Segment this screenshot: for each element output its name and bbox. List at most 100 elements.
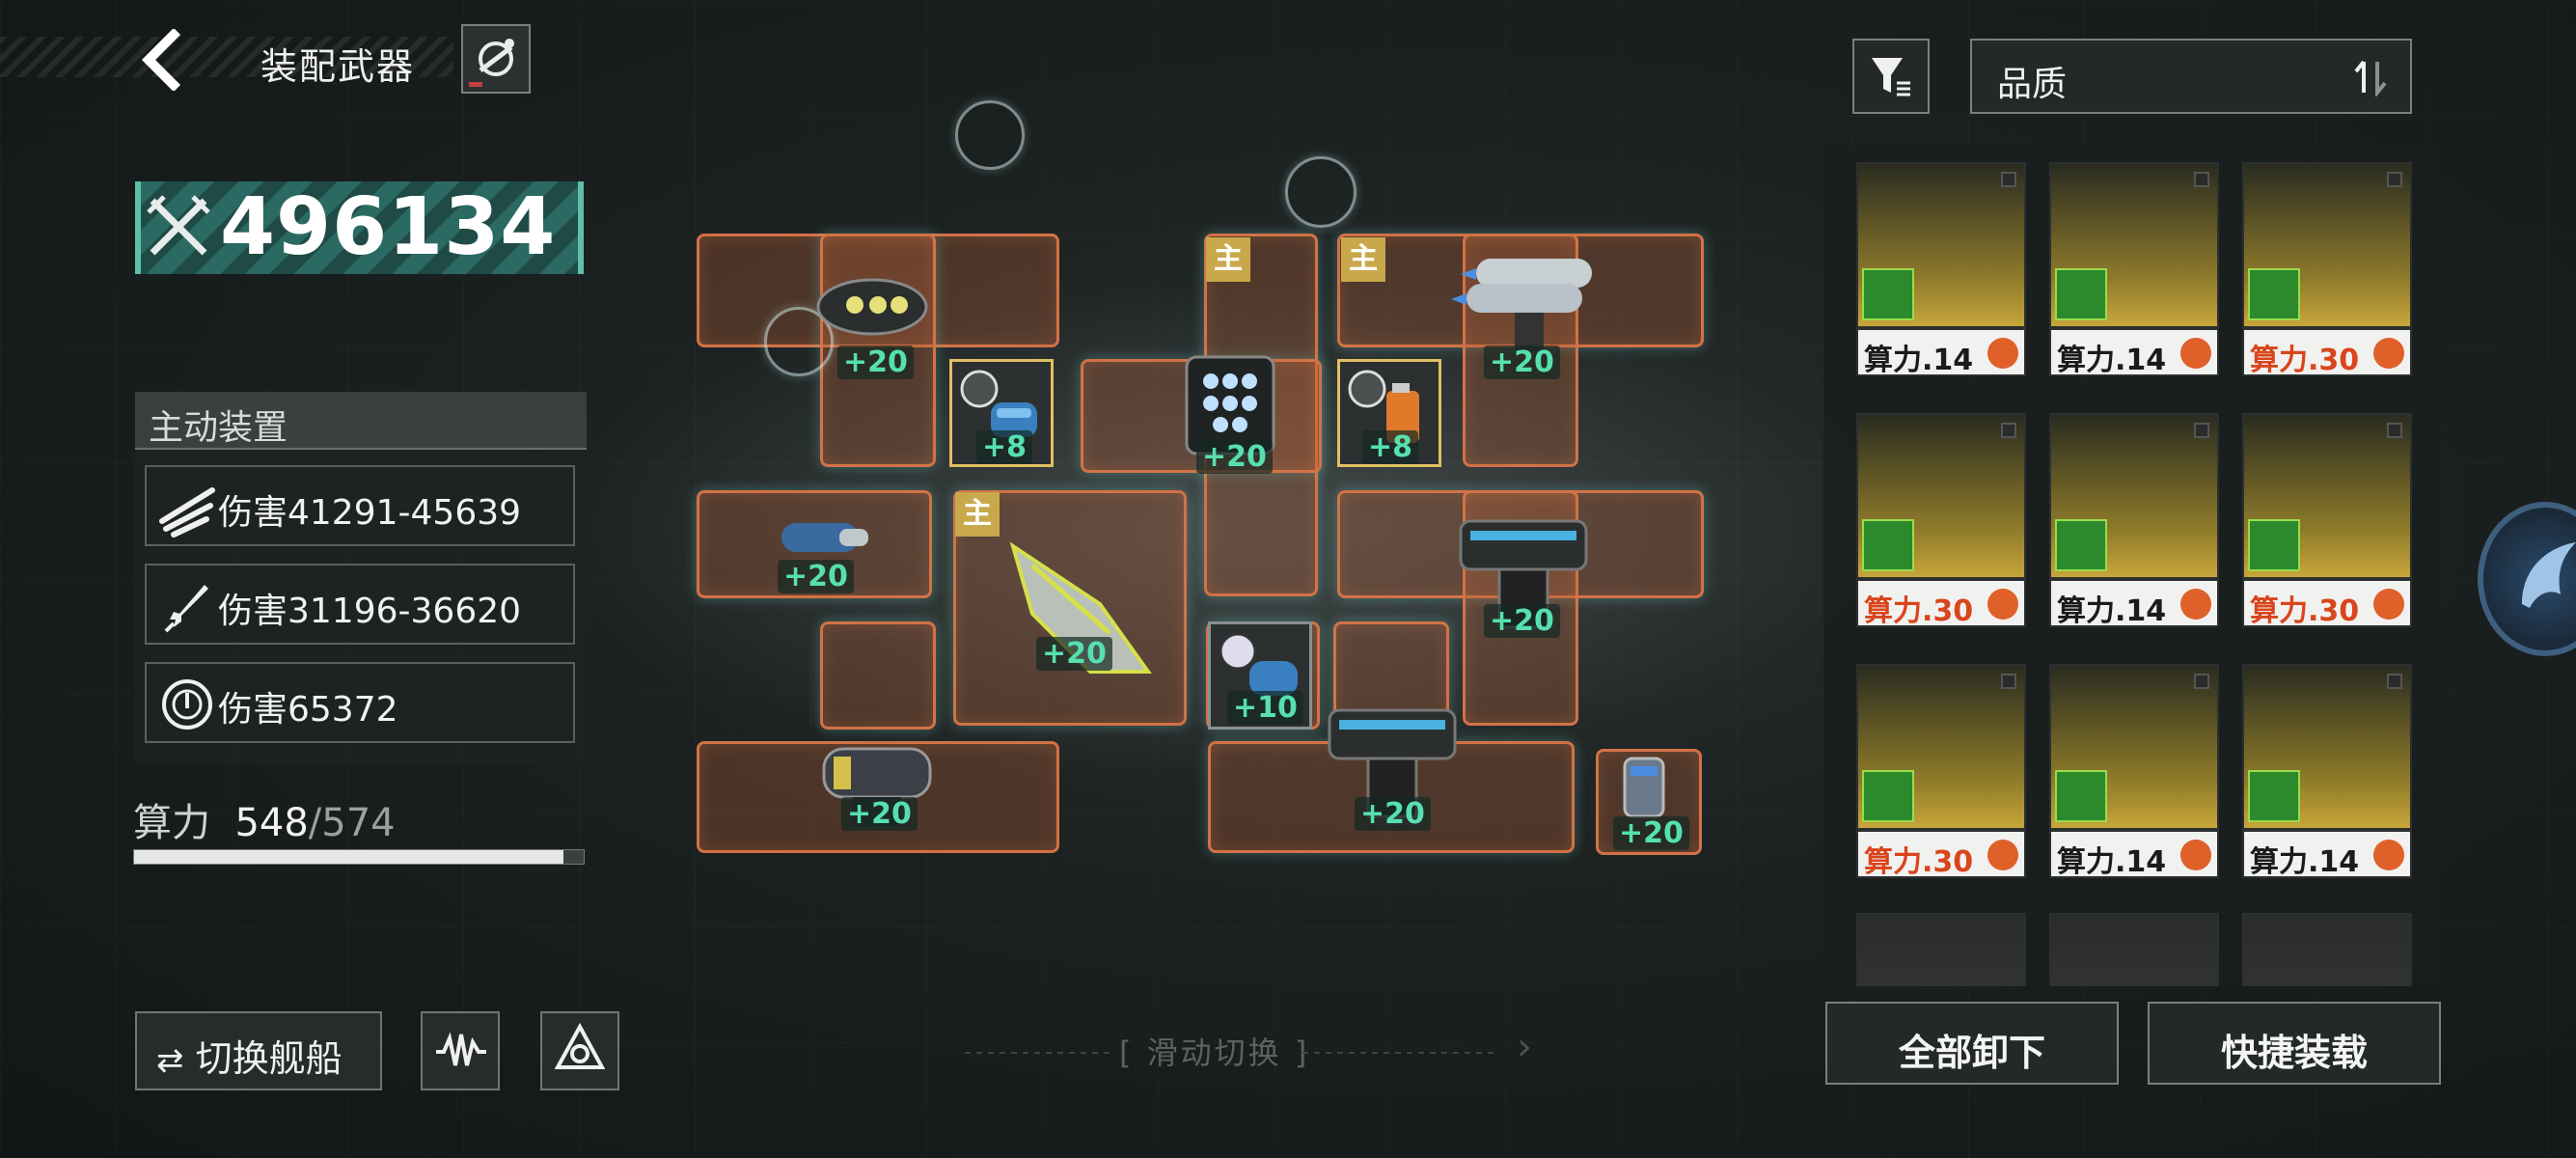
- combat-power-value: 496134: [220, 181, 557, 273]
- select-checkbox[interactable]: [2194, 172, 2209, 187]
- back-button[interactable]: [135, 27, 193, 93]
- weapon-thumbnail: [2049, 162, 2219, 328]
- select-checkbox[interactable]: [2001, 172, 2016, 187]
- inventory-panel: 算力.14 算力.14 算力.30 算力.30 算力.14 算力.30 算力.30 算力.14…: [1823, 147, 2441, 986]
- primary-tag: 主: [955, 492, 1000, 537]
- inventory-card[interactable]: 算力.14: [2049, 664, 2219, 879]
- bonus-label: +20: [1484, 345, 1560, 379]
- swap-arrows-icon: ⇄: [156, 1041, 184, 1080]
- compute-used: 548: [234, 801, 309, 845]
- stat-row-missile[interactable]: 伤害31196-36620: [145, 564, 575, 645]
- select-checkbox[interactable]: [2387, 172, 2402, 187]
- weapon-type-icon: [1862, 268, 1914, 320]
- combat-power-box: [135, 181, 584, 274]
- card-compute-label: 算力.14: [2057, 594, 2167, 628]
- target-ring-icon: [162, 679, 212, 730]
- primary-tag: 主: [1206, 237, 1250, 282]
- inventory-card[interactable]: 算力.14: [2049, 162, 2219, 377]
- card-footer: 算力.14: [2049, 328, 2219, 377]
- weapon-type-icon: [2055, 519, 2107, 571]
- inventory-card[interactable]: 算力.30: [1856, 413, 2026, 628]
- inventory-card-partial[interactable]: [1856, 913, 2026, 986]
- inventory-card[interactable]: 算力.30: [2242, 413, 2412, 628]
- satellite-button[interactable]: [461, 24, 531, 94]
- compute-label: 算力: [133, 801, 210, 845]
- phoenix-icon: [2522, 542, 2576, 608]
- filter-button[interactable]: [1852, 39, 1930, 114]
- inventory-card-partial[interactable]: [2049, 913, 2219, 986]
- stat-label: 伤害41291-45639: [218, 493, 522, 533]
- energy-cell-icon: [960, 370, 1037, 437]
- weapon-thumbnail: [2242, 413, 2412, 579]
- formation-triangle-icon: [554, 1022, 606, 1069]
- weapon-thumbnail: [2049, 413, 2219, 579]
- select-checkbox[interactable]: [2387, 674, 2402, 689]
- fleet-formation-button[interactable]: [540, 1011, 619, 1090]
- card-footer: 算力.14: [1856, 328, 2026, 377]
- swipe-switch-hint: [ 滑动切换 ]: [1119, 1034, 1310, 1071]
- weapon-thumbnail: [1856, 413, 2026, 579]
- inventory-card[interactable]: 算力.30: [1856, 664, 2026, 879]
- twin-missile-pod-weapon[interactable]: [1447, 245, 1611, 371]
- chevron-left-icon: [141, 27, 181, 93]
- page-title: 装配武器: [260, 45, 416, 88]
- inventory-card[interactable]: 算力.14: [2049, 413, 2219, 628]
- active-devices-title: 主动装置: [149, 408, 288, 448]
- stat-label: 伤害65372: [218, 690, 398, 730]
- bonus-label: +20: [1355, 797, 1431, 831]
- swipe-next-arrow[interactable]: ›: [1517, 1025, 1532, 1069]
- weapon-type-icon: [2248, 519, 2300, 571]
- gear-badge-icon: [2180, 589, 2211, 620]
- stat-row-target[interactable]: 伤害65372: [145, 662, 575, 743]
- weapon-type-icon: [1862, 519, 1914, 571]
- compute-readout: 算力 548/574: [133, 791, 396, 847]
- filter-funnel-icon: [1872, 58, 1910, 96]
- select-checkbox[interactable]: [2194, 423, 2209, 438]
- quick-equip-button[interactable]: 快捷装载: [2148, 1002, 2441, 1085]
- unload-all-button[interactable]: 全部卸下: [1825, 1002, 2119, 1085]
- select-checkbox[interactable]: [2194, 674, 2209, 689]
- hardpoint-ring: [764, 307, 834, 376]
- header-hatch-decoration: [0, 37, 453, 77]
- faction-emblem[interactable]: [2478, 502, 2576, 656]
- weapon-thumbnail: [2049, 664, 2219, 830]
- weapon-type-icon: [2055, 268, 2107, 320]
- blade-cannon-weapon[interactable]: [994, 527, 1167, 691]
- stat-row-claw[interactable]: 伤害41291-45639: [145, 465, 575, 546]
- waveform-button[interactable]: [421, 1011, 500, 1090]
- rocket-cluster-weapon[interactable]: [1167, 347, 1293, 473]
- hardpoint-ring: [1285, 156, 1357, 228]
- gear-badge-icon: [2180, 840, 2211, 870]
- compute-progress-fill: [134, 850, 564, 864]
- weapon-thumbnail: [2242, 664, 2412, 830]
- bonus-label: +20: [837, 345, 914, 379]
- active-devices-header: [135, 392, 587, 450]
- compute-progress-bar: [133, 849, 585, 865]
- gear-badge-icon: [2373, 589, 2404, 620]
- sort-dropdown[interactable]: 品质: [1970, 39, 2412, 114]
- torpedo-weapon[interactable]: [772, 510, 878, 567]
- satellite-icon: [469, 39, 514, 87]
- gear-badge-icon: [2373, 840, 2404, 870]
- compute-total: /574: [308, 801, 396, 845]
- spore-launcher-weapon[interactable]: [797, 266, 951, 363]
- weapon-thumbnail: [2242, 913, 2412, 986]
- inventory-card[interactable]: 算力.14: [2242, 664, 2412, 879]
- bonus-label: +20: [1036, 637, 1112, 671]
- slot-lower-left-small[interactable]: [820, 621, 936, 730]
- inventory-card[interactable]: 算力.14: [1856, 162, 2026, 377]
- card-compute-label: 算力.14: [2057, 845, 2167, 879]
- bonus-label: +20: [841, 797, 918, 831]
- hardpoint-ring: [955, 100, 1025, 170]
- inventory-card-partial[interactable]: [2242, 913, 2412, 986]
- select-checkbox[interactable]: [2387, 423, 2402, 438]
- switch-ship-button[interactable]: ⇄ 切换舰船: [135, 1011, 382, 1090]
- select-checkbox[interactable]: [2001, 423, 2016, 438]
- inventory-card[interactable]: 算力.30: [2242, 162, 2412, 377]
- quick-equip-label: 快捷装载: [2220, 1032, 2368, 1074]
- card-footer: 算力.30: [2242, 328, 2412, 377]
- stat-label: 伤害31196-36620: [218, 592, 522, 631]
- swipe-line-left: [965, 1052, 1110, 1054]
- select-checkbox[interactable]: [2001, 674, 2016, 689]
- card-compute-label: 算力.14: [2057, 344, 2167, 377]
